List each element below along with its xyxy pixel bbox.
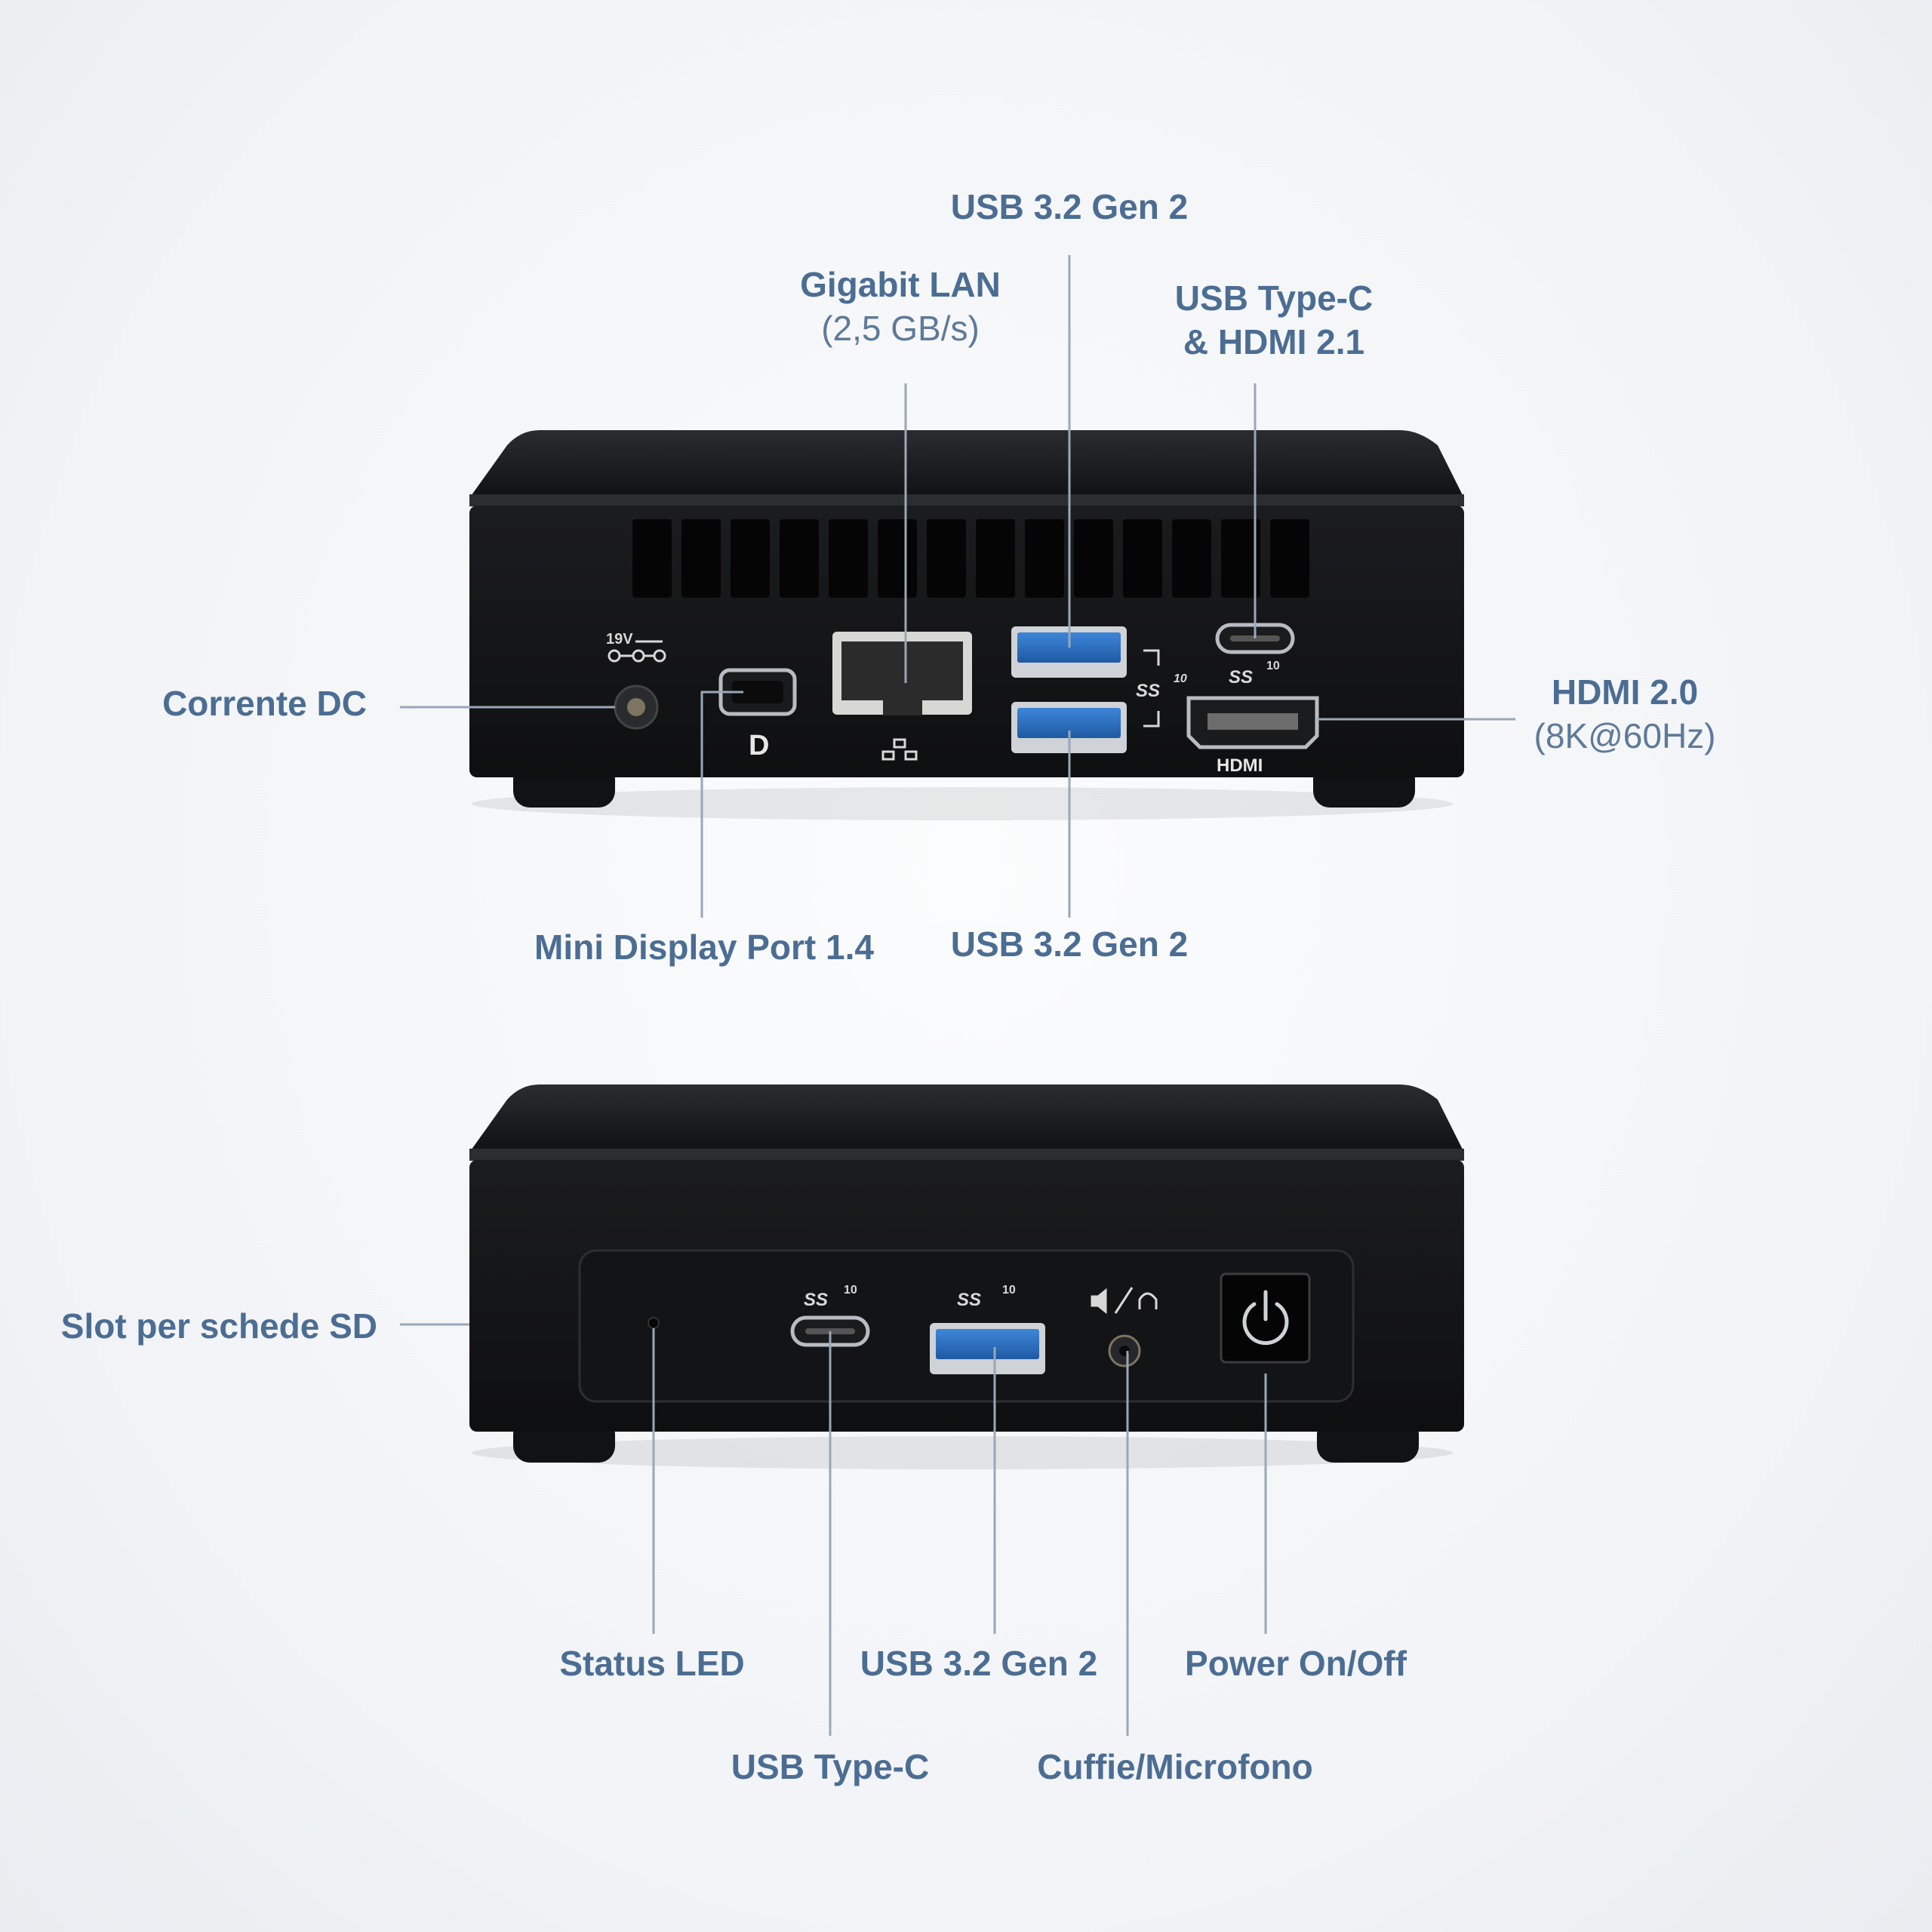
label-usb-bottom-text: USB 3.2 Gen 2 bbox=[950, 924, 1189, 964]
label-status-text: Status LED bbox=[559, 1644, 745, 1683]
label-hdmi-sub: (8K@60Hz) bbox=[1534, 716, 1716, 755]
hdmi-port: HDMI bbox=[1186, 696, 1319, 776]
rear-lid bbox=[469, 430, 1464, 498]
label-power-text: Power On/Off bbox=[1185, 1644, 1407, 1683]
power-button[interactable] bbox=[1220, 1272, 1311, 1364]
front-usb-a-ss-text: SS bbox=[957, 1290, 981, 1310]
label-usbc-front: USB Type-C bbox=[731, 1745, 929, 1789]
label-lan-text: Gigabit LAN bbox=[800, 265, 1001, 304]
label-sd: Slot per schede SD bbox=[61, 1304, 377, 1348]
front-usb-c-ss-text: SS bbox=[804, 1290, 828, 1310]
usb-ss10-icon: SS 10 bbox=[1136, 649, 1187, 728]
label-audio-text: Cuffie/Microfono bbox=[1037, 1747, 1313, 1786]
label-audio: Cuffie/Microfono bbox=[1037, 1745, 1312, 1789]
label-dc: Corrente DC bbox=[162, 681, 367, 725]
lan-icon bbox=[881, 738, 918, 761]
rear-vent-grille bbox=[632, 519, 1309, 598]
headphone-speaker-icon bbox=[1091, 1287, 1158, 1315]
label-usb-top: USB 3.2 Gen 2 bbox=[951, 185, 1188, 229]
usb-ss-speed-text: 10 bbox=[1174, 672, 1187, 685]
label-usb-front-text: USB 3.2 Gen 2 bbox=[860, 1644, 1098, 1683]
label-lan-sub: (2,5 GB/s) bbox=[821, 309, 980, 348]
dc-rating-text: 19V bbox=[606, 631, 633, 648]
rear-lid-edge bbox=[469, 494, 1464, 506]
label-usb-front: USB 3.2 Gen 2 bbox=[860, 1641, 1097, 1685]
front-lid-edge bbox=[469, 1149, 1464, 1161]
label-usbc-hdmi-text: USB Type-C bbox=[1174, 278, 1374, 318]
label-power: Power On/Off bbox=[1185, 1641, 1407, 1685]
status-led bbox=[648, 1317, 660, 1329]
mini-displayport: D bbox=[718, 668, 797, 761]
front-usb-a-ss-speed-text: 10 bbox=[1002, 1284, 1016, 1297]
lan-port bbox=[832, 632, 972, 761]
label-mdp-text: Mini Display Port 1.4 bbox=[534, 928, 874, 967]
dc-jack: 19V bbox=[606, 631, 666, 730]
label-usb-top-text: USB 3.2 Gen 2 bbox=[950, 187, 1189, 226]
rear-device: 19V D bbox=[469, 430, 1464, 820]
label-dc-text: Corrente DC bbox=[162, 684, 367, 723]
label-sd-text: Slot per schede SD bbox=[60, 1306, 377, 1346]
dp-logo-icon: D bbox=[749, 730, 769, 761]
label-usbc-hdmi: USB Type-C & HDMI 2.1 bbox=[1175, 276, 1373, 364]
label-mdp: Mini Display Port 1.4 bbox=[534, 925, 874, 969]
front-lid bbox=[469, 1084, 1464, 1152]
label-usb-bottom: USB 3.2 Gen 2 bbox=[951, 922, 1188, 966]
usb-ss-text: SS bbox=[1136, 681, 1160, 701]
usb-c-ss-text: SS bbox=[1229, 667, 1253, 688]
front-usb-c-ss-speed-text: 10 bbox=[844, 1284, 857, 1297]
label-usbc-front-text: USB Type-C bbox=[731, 1747, 930, 1786]
label-status: Status LED bbox=[559, 1641, 744, 1685]
label-lan: Gigabit LAN (2,5 GB/s) bbox=[800, 263, 1001, 350]
label-hdmi: HDMI 2.0 (8K@60Hz) bbox=[1534, 670, 1716, 758]
dc-polarity-icon bbox=[608, 640, 666, 663]
usb-a-port-bottom bbox=[1011, 702, 1127, 753]
label-usbc-hdmi-text-2: & HDMI 2.1 bbox=[1183, 322, 1365, 361]
usb-a-port-front: SS 10 bbox=[930, 1284, 1045, 1374]
usb-c-ss-speed-text: 10 bbox=[1266, 660, 1280, 672]
power-icon bbox=[1242, 1302, 1289, 1346]
hdmi-logo-text: HDMI bbox=[1217, 755, 1263, 776]
leader-lines bbox=[400, 255, 1515, 1736]
label-hdmi-text: HDMI 2.0 bbox=[1551, 672, 1699, 712]
leader-mdp bbox=[700, 691, 743, 918]
front-device: SS 10 SS 10 bbox=[469, 1084, 1464, 1469]
